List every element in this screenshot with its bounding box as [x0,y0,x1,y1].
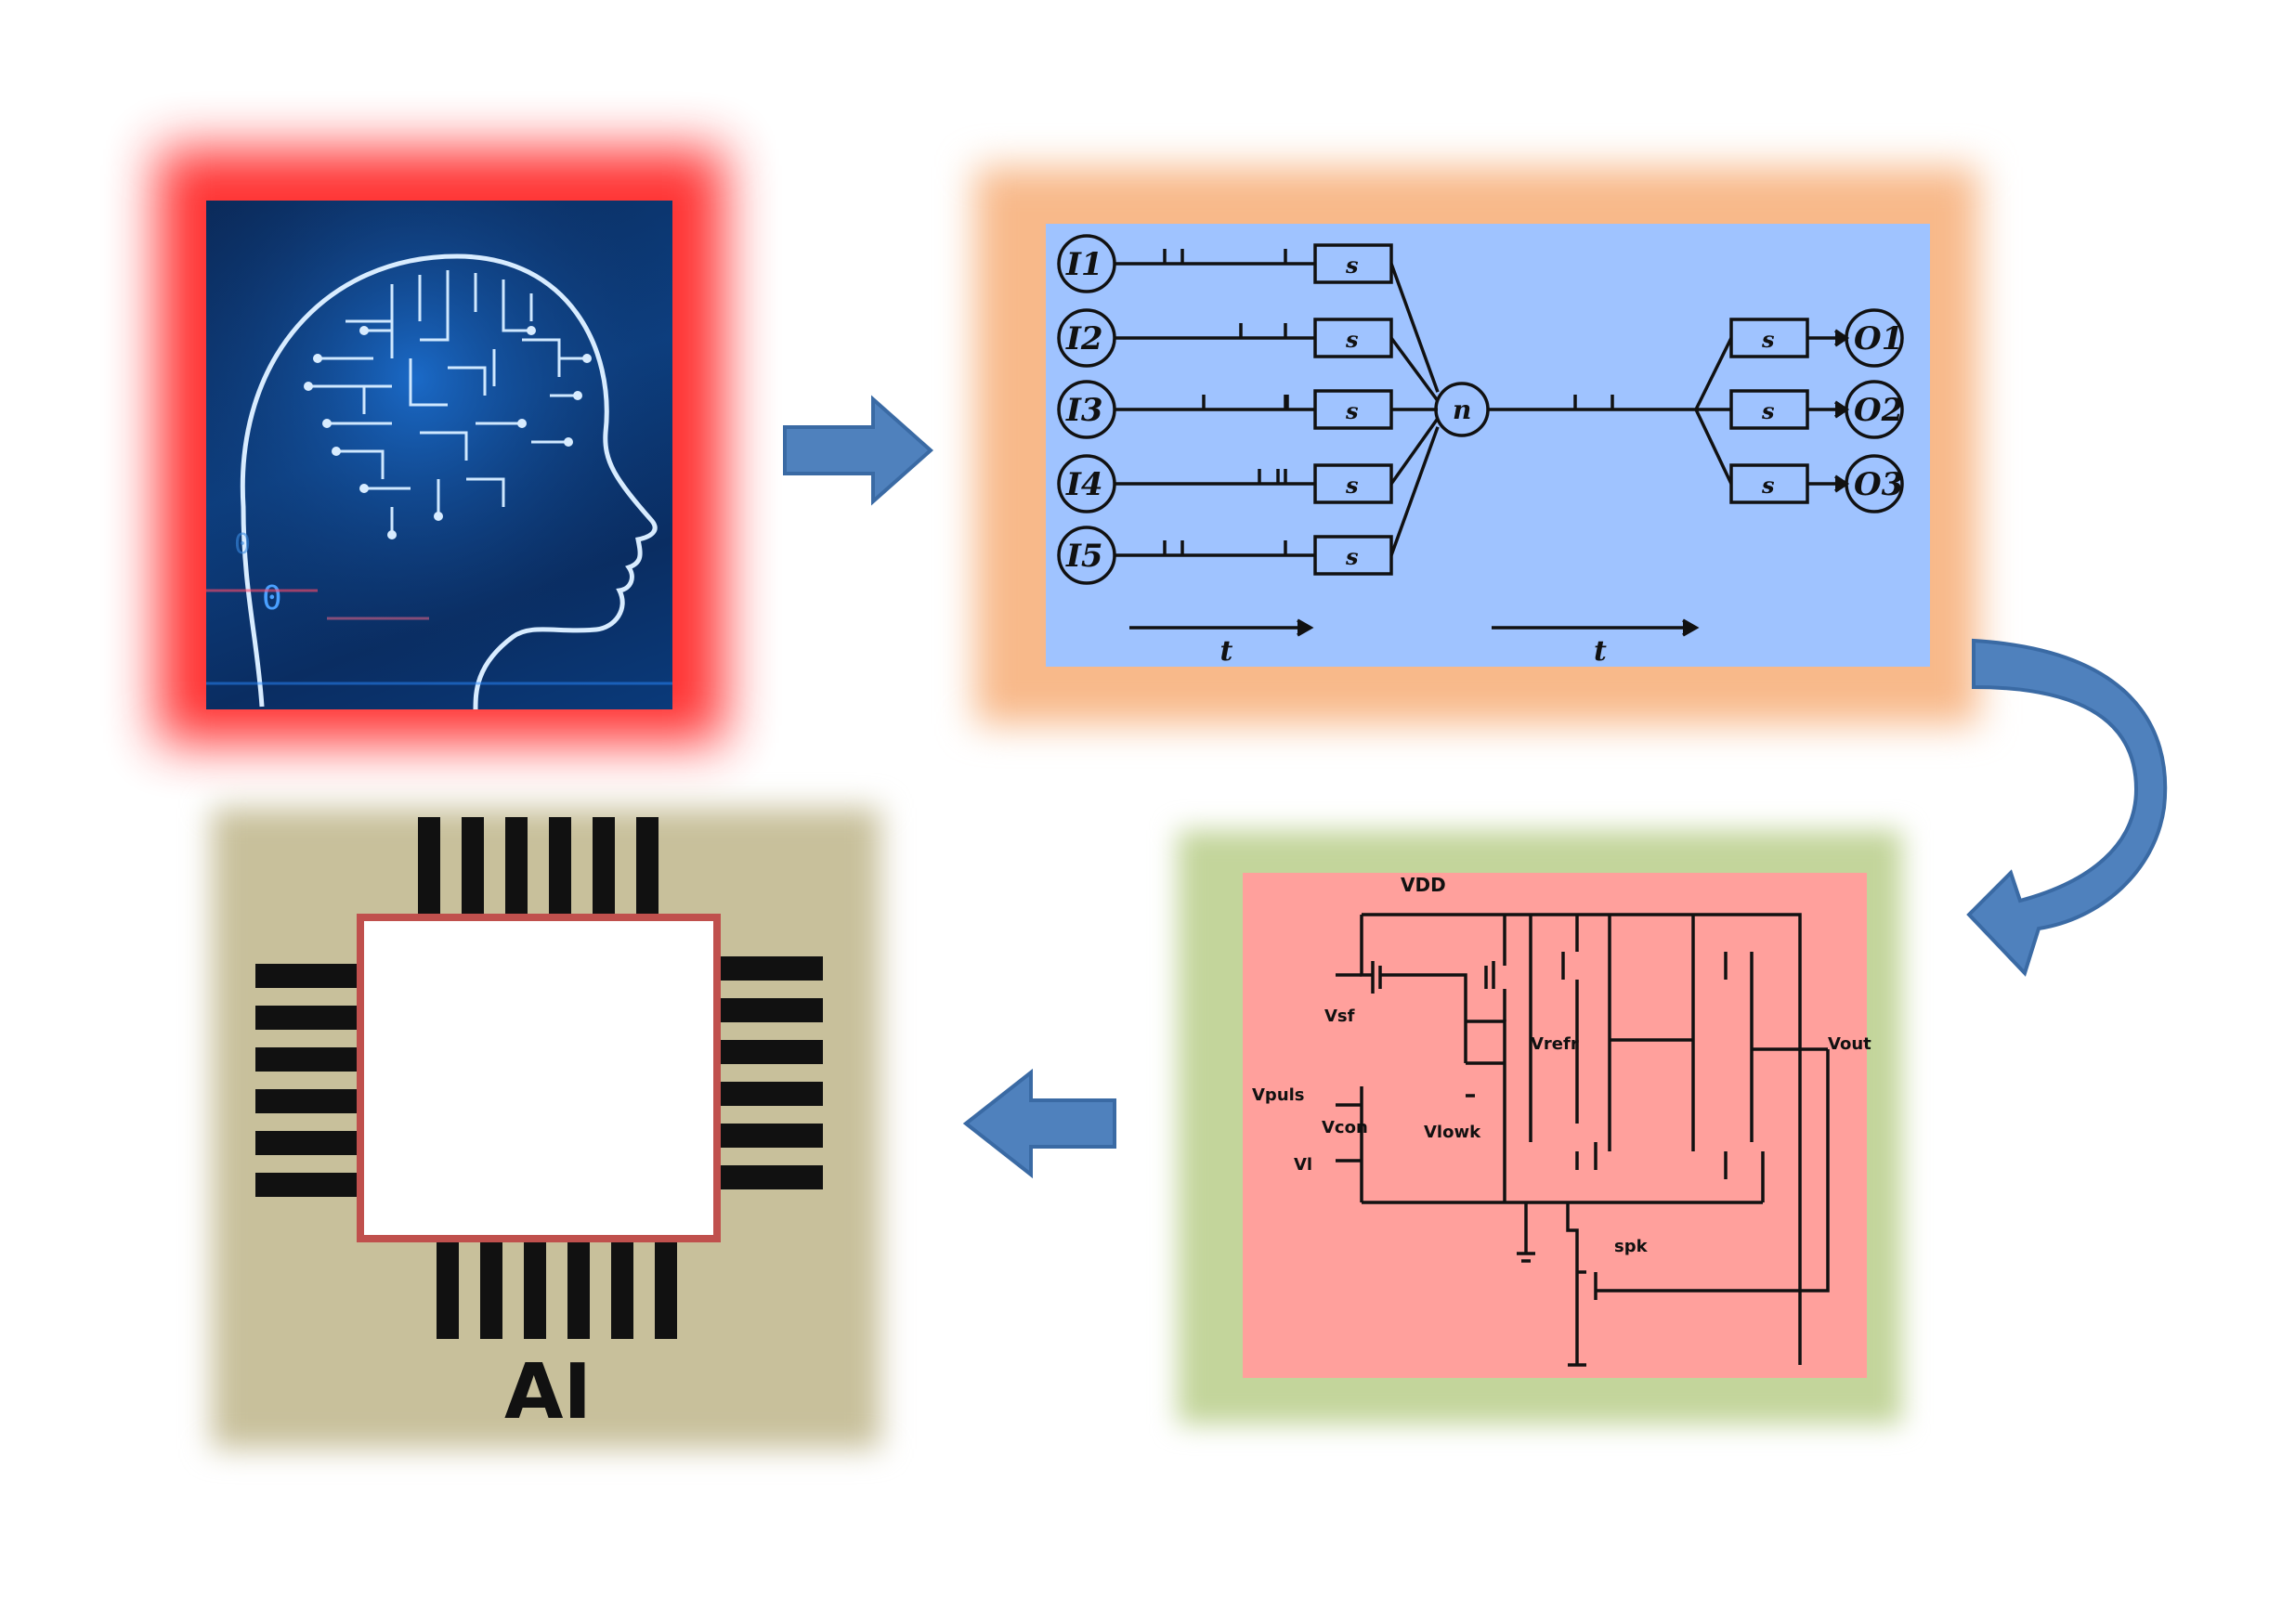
snn-input-label: I5 [1065,538,1103,575]
snn-output-label: O3 [1854,466,1903,503]
circuit-node-label: Vl [1294,1155,1312,1175]
circuit-node-label: Vsf [1324,1007,1355,1026]
snn-input-label: I4 [1065,466,1103,503]
snn-synapse-label: s [1345,472,1359,499]
snn-output-label: O2 [1854,392,1903,429]
brain-circuit-head-icon: 0 0 [206,201,672,709]
circuit-node-label: Vrefr [1531,1034,1579,1054]
circuit-node-label: Vout [1828,1034,1871,1054]
arrow-left-icon [962,1068,1116,1179]
snn-synapse-label: s [1345,397,1359,424]
snn-synapse-label: s [1345,543,1359,570]
arrow-right-icon [783,395,934,506]
snn-input-label: I3 [1065,392,1103,429]
snn-output-label: O1 [1854,320,1903,357]
circuit-node-label: Vlowk [1424,1123,1481,1142]
circuit-node-label: Vpuls [1252,1085,1305,1105]
snn-synapse-label: s [1761,472,1775,499]
snn-synapse-label: s [1761,326,1775,353]
snn-neuron-label: n [1453,395,1471,425]
snn-time-label: t [1594,635,1607,668]
ai-chip-icon [232,808,882,1458]
snn-synapse-label: s [1345,252,1359,279]
snn-synapse-label: s [1345,326,1359,353]
circuit-node-label: Vcon [1322,1118,1368,1137]
circuit-node-label: spk [1614,1237,1649,1256]
snn-time-label: t [1220,635,1233,668]
chip-ai-label: AI [504,1348,592,1436]
arrow-curved-down-icon [1966,638,2168,977]
snn-input-label: I2 [1065,320,1103,357]
snn-synapse-label: s [1761,397,1775,424]
vdd-label: VDD [1401,874,1446,896]
chip-die [357,914,721,1242]
snn-input-label: I1 [1065,246,1103,283]
svg-text:0: 0 [234,528,251,561]
svg-text:0: 0 [262,579,282,617]
